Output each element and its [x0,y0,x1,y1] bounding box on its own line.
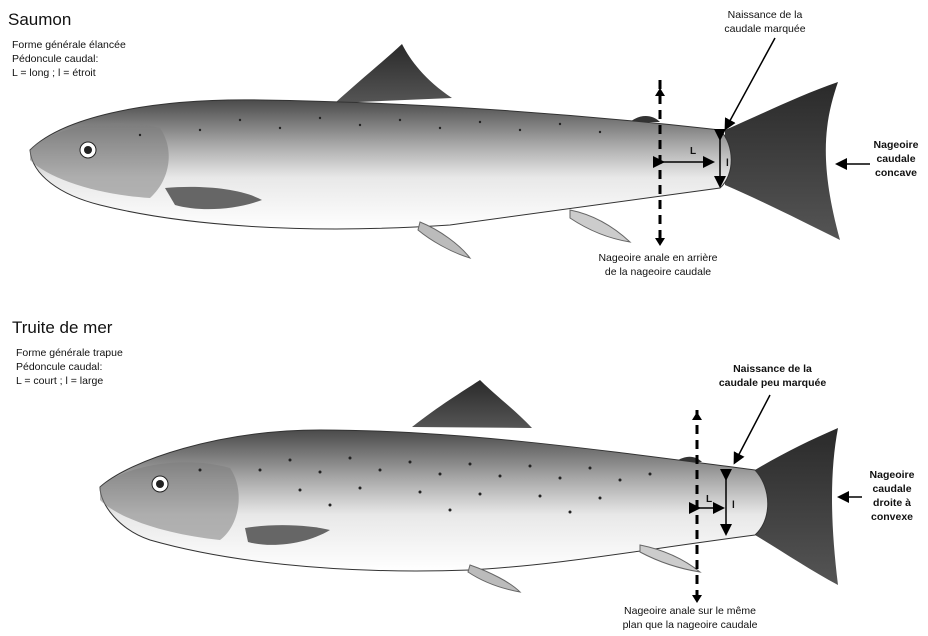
trout-illustration [100,380,838,592]
trout-anal-fin-note: Nageoire anale sur le même plan que la n… [590,604,790,632]
salmon-desc-line: L = long ; l = étroit [12,66,126,80]
salmon-title: Saumon [8,10,71,30]
salmon-description: Forme générale élancée Pédoncule caudal:… [12,38,126,80]
salmon-caudal-fin-note: Nageoire caudale concave [868,138,924,180]
salmon-length-label: L [690,146,696,157]
trout-desc-line: L = court ; l = large [16,374,123,388]
note-line: Nageoire [868,138,924,152]
note-line: Nageoire [860,468,924,482]
note-line: Naissance de la [700,362,845,376]
trout-title: Truite de mer [12,318,112,338]
salmon-illustration [30,44,840,258]
trout-desc-line: Forme générale trapue [16,346,123,360]
salmon-dorsal-fin [335,44,452,103]
note-line: caudale [868,152,924,166]
salmon-desc-line: Forme générale élancée [12,38,126,52]
note-line: plan que la nageoire caudale [590,618,790,632]
trout-caudal-birth-note: Naissance de la caudale peu marquée [700,362,845,390]
salmon-caudal-birth-note: Naissance de la caudale marquée [700,8,830,36]
note-line: Nageoire anale en arrière [568,251,748,265]
trout-length-label: L [706,494,712,505]
note-line: concave [868,166,924,180]
trout-dorsal-fin [412,380,532,428]
note-line: Naissance de la [700,8,830,22]
trout-desc-line: Pédoncule caudal: [16,360,123,374]
trout-description: Forme générale trapue Pédoncule caudal: … [16,346,123,388]
trout-caudal-fin-note: Nageoire caudale droite à convexe [860,468,924,524]
note-line: droite à [860,496,924,510]
note-line: caudale marquée [700,22,830,36]
salmon-anal-fin-note: Nageoire anale en arrière de la nageoire… [568,251,748,279]
note-line: de la nageoire caudale [568,265,748,279]
note-line: caudale [860,482,924,496]
note-line: convexe [860,510,924,524]
salmon-tail [725,82,840,240]
salmon-desc-line: Pédoncule caudal: [12,52,126,66]
salmon-width-label: l [726,158,729,169]
note-line: caudale peu marquée [700,376,845,390]
note-line: Nageoire anale sur le même [590,604,790,618]
trout-width-label: l [732,500,735,511]
